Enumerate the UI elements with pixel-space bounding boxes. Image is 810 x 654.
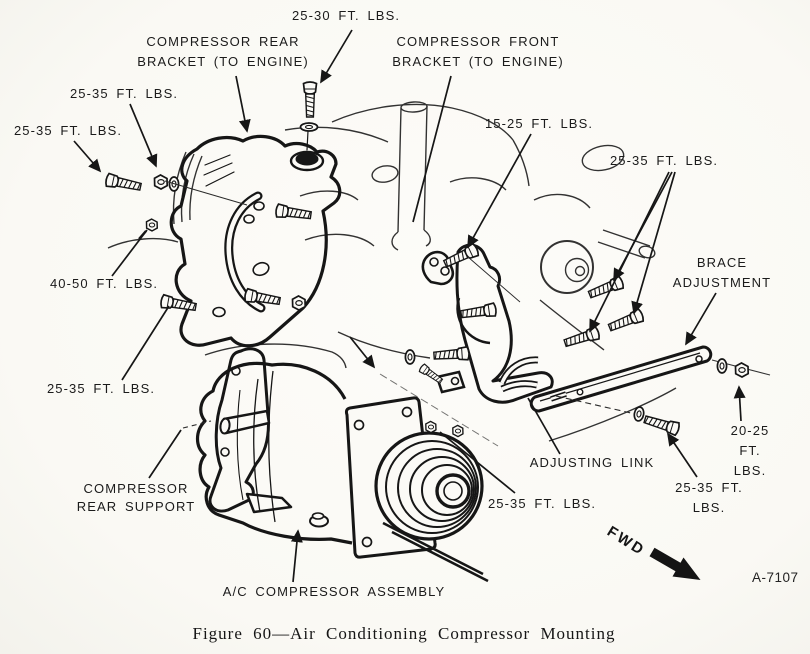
callout-compressor-rear-support: COMPRESSOR REAR SUPPORT — [76, 481, 196, 514]
leader-brace-adjustment — [685, 292, 717, 346]
engine-background-drawing — [107, 101, 771, 442]
figure-caption: Figure 60—Air Conditioning Compressor Mo… — [192, 624, 616, 643]
callout-torque-right-upper: 25-35 FT. LBS. — [609, 153, 719, 168]
leader-torque-left-lower — [121, 305, 170, 381]
leader-torque-rear-mount — [111, 229, 148, 277]
callout-torque-brace-bolt: 25-35 FT. LBS. — [675, 480, 743, 515]
leader-adjusting-link — [527, 397, 561, 455]
leader-torque-brace-bolt — [667, 432, 698, 478]
belt-drawing — [382, 521, 489, 583]
leader-front-bracket — [412, 75, 452, 223]
leader-lines — [73, 29, 746, 583]
callout-compressor-rear-bracket: COMPRESSOR REAR BRACKET (TO ENGINE) — [137, 34, 309, 69]
leader-ac-compressor — [290, 529, 303, 583]
callout-torque-left-outer: 25-35 FT. LBS. — [13, 123, 123, 138]
callout-brace-adjustment: BRACE ADJUSTMENT — [672, 255, 772, 290]
leader-plate-bolt — [349, 336, 376, 369]
fwd-arrow-icon — [649, 547, 701, 580]
callout-torque-top-bolt: 25-30 FT. LBS. — [291, 8, 401, 23]
callout-torque-brace-nut: 20-25 FT. LBS. — [730, 423, 770, 478]
callout-torque-rear-mount: 40-50 FT. LBS. — [49, 276, 159, 291]
leader-torque-right-3 — [589, 171, 670, 333]
drawing-number: A-7107 — [752, 570, 799, 585]
brace-drawing — [498, 345, 713, 413]
callout-adjusting-link: ADJUSTING LINK — [529, 455, 655, 470]
leader-torque-front-bracket — [467, 133, 532, 249]
leader-torque-brace-nut — [733, 385, 746, 422]
compressor-body-drawing — [195, 361, 353, 545]
leader-torque-left-outer — [73, 140, 102, 173]
leader-torque-left-upper — [129, 103, 158, 168]
callout-compressor-front-bracket: COMPRESSOR FRONT BRACKET (TO ENGINE) — [392, 34, 564, 69]
callout-torque-left-lower: 25-35 FT. LBS. — [46, 381, 156, 396]
callout-torque-front-bracket: 15-25 FT. LBS. — [484, 116, 594, 131]
leader-torque-top — [320, 29, 353, 84]
leader-torque-link-bolt — [439, 431, 516, 494]
leader-rear-bracket — [235, 75, 251, 133]
front-bracket-drawing — [421, 243, 554, 404]
leader-rear-support — [148, 429, 182, 479]
callout-ac-compressor-assembly: A/C COMPRESSOR ASSEMBLY — [222, 584, 446, 599]
pulley-drawing — [374, 431, 489, 583]
leader-torque-right-2 — [631, 171, 676, 315]
rear-bracket-drawing — [169, 130, 342, 348]
callout-torque-link-bolt: 25-35 FT. LBS. — [487, 496, 597, 511]
axis-lines — [164, 180, 632, 447]
callout-torque-left-upper: 25-35 FT. LBS. — [69, 86, 179, 101]
